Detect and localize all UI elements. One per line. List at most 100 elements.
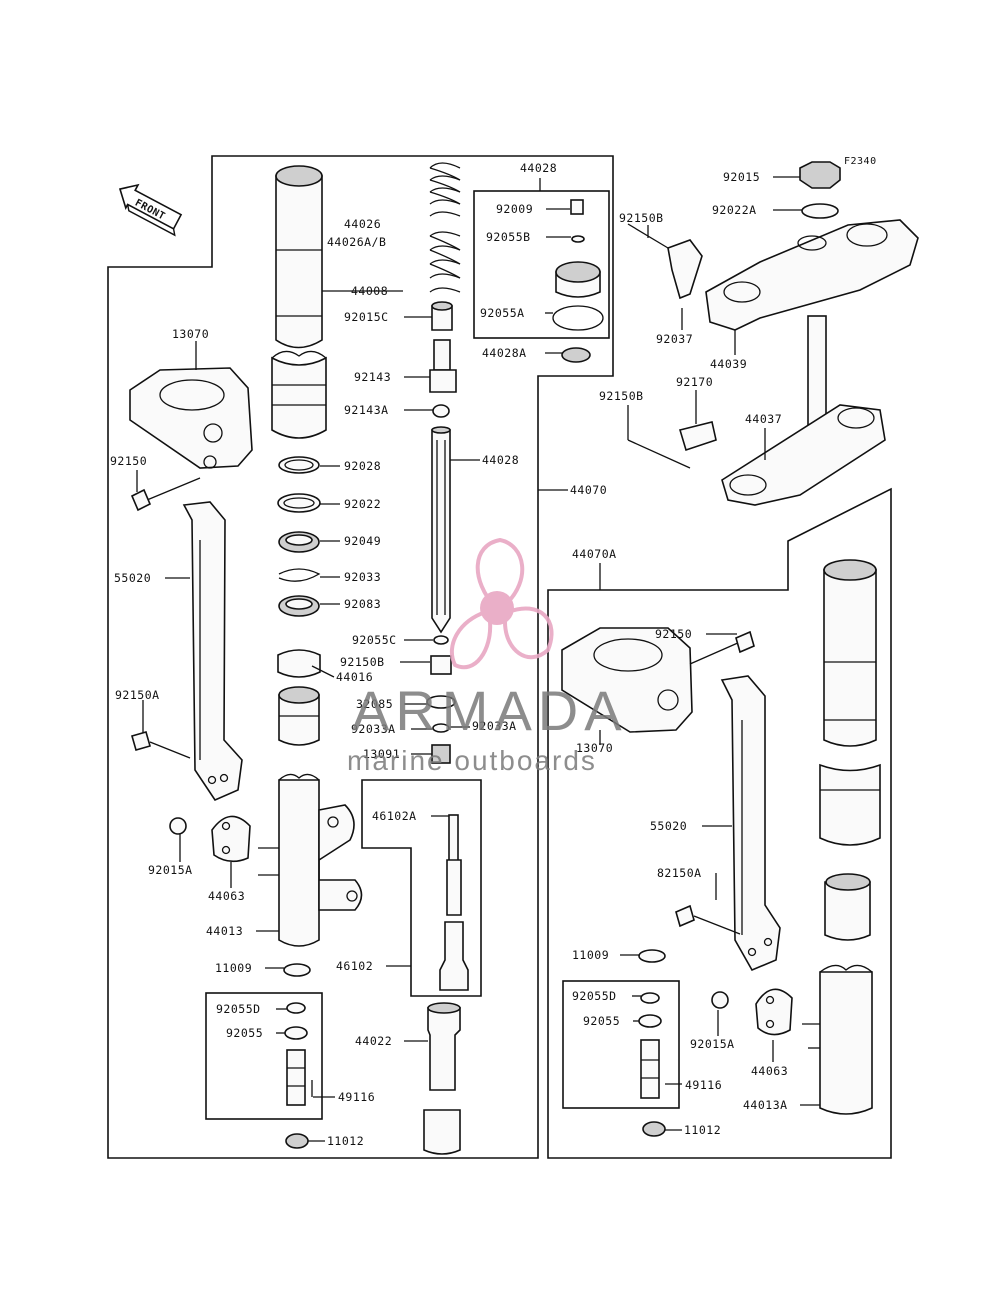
callout-92170: 92170 <box>676 375 713 389</box>
cap-kit-frame <box>473 190 610 339</box>
callout-92009: 92009 <box>496 202 533 216</box>
nut-92015 <box>799 161 841 189</box>
watermark-brand: ARMADA <box>352 679 628 742</box>
left-fork-parts <box>129 165 363 1149</box>
seal-ring-stack <box>277 456 321 678</box>
callout-92143: 92143 <box>354 370 391 384</box>
callout-92150b-top1: 92150B <box>619 211 664 225</box>
steering-stem-44037 <box>721 315 886 506</box>
callout-labels: 44026 44026A/B 44008 92015C 92143 92143A… <box>110 161 788 1148</box>
bolt-82150a <box>675 904 741 935</box>
spacer-92015c <box>431 301 453 331</box>
fork-tube-section <box>271 350 327 439</box>
nut-11012-right <box>642 1121 666 1137</box>
callout-55020-left: 55020 <box>114 571 151 585</box>
callout-92015a-left: 92015A <box>148 863 193 877</box>
nut-11012-left <box>285 1133 309 1149</box>
valve-49116-right <box>638 992 662 1099</box>
diagram-frames <box>107 155 892 1159</box>
middle-fork-parts <box>423 162 604 1155</box>
callout-44070: 44070 <box>570 483 607 497</box>
callout-92015: 92015 <box>723 170 760 184</box>
bolt-92150a-left <box>131 731 191 759</box>
callout-92015a-right: 92015A <box>690 1037 735 1051</box>
guard-55020-right <box>720 675 781 972</box>
valve-kit-frame-right <box>562 980 680 1109</box>
callout-46102a: 46102A <box>372 809 417 823</box>
ring-92143a <box>432 404 450 418</box>
callout-92033a-right: 92033A <box>472 719 517 733</box>
callout-92055d-right: 92055D <box>572 989 617 1003</box>
callout-82150a: 82150A <box>657 866 702 880</box>
callout-92049: 92049 <box>344 534 381 548</box>
callout-44008: 44008 <box>351 284 388 298</box>
callout-44037: 44037 <box>745 412 782 426</box>
callout-92055-right: 92055 <box>583 1014 620 1028</box>
callout-92022: 92022 <box>344 497 381 511</box>
valve-kit-frame-left <box>205 992 323 1120</box>
callout-92143a: 92143A <box>344 403 389 417</box>
callout-44013a: 44013A <box>743 1098 788 1112</box>
figure-code: F2340 <box>844 156 877 167</box>
callout-92150b-mid: 92150B <box>340 655 385 669</box>
callout-13091: 13091 <box>363 747 400 761</box>
callout-44022: 44022 <box>355 1034 392 1048</box>
callout-92055-left: 92055 <box>226 1026 263 1040</box>
callout-44026: 44026 <box>344 217 381 231</box>
callout-44026ab: 44026A/B <box>327 235 386 249</box>
upper-clamp-44039 <box>705 219 919 331</box>
callout-44070a: 44070A <box>572 547 617 561</box>
nut-92150b-mid <box>430 655 452 675</box>
callout-44013: 44013 <box>206 924 243 938</box>
left-assembly-frame <box>107 155 614 1159</box>
callout-11012-right: 11012 <box>684 1123 721 1137</box>
outer-tube-44008 <box>275 165 323 349</box>
callout-92037: 92037 <box>656 332 693 346</box>
callout-92033: 92033 <box>344 570 381 584</box>
right-assembly-frame <box>547 487 892 1159</box>
slide-bushing <box>278 686 320 746</box>
callout-92150-right: 92150 <box>655 627 692 641</box>
callout-92083: 92083 <box>344 597 381 611</box>
leader-lines <box>136 176 820 1142</box>
callout-11009-right: 11009 <box>572 948 609 962</box>
right-fork-parts <box>561 559 881 1137</box>
armada-watermark: ARMADA marine outboards <box>347 537 628 776</box>
piston-32085 <box>426 695 456 764</box>
bolt-92150-right <box>689 630 755 665</box>
collar-92143 <box>429 339 457 393</box>
callout-92033a-left: 92033A <box>351 722 396 736</box>
callout-44016: 44016 <box>336 670 373 684</box>
callout-44063-left: 44063 <box>208 889 245 903</box>
front-arrow-icon: FRONT <box>118 183 183 237</box>
valve-49116-left <box>284 1002 308 1106</box>
o-ring-92055c <box>433 635 449 645</box>
callout-49116-right: 49116 <box>685 1078 722 1092</box>
propeller-logo-icon <box>449 537 554 670</box>
callout-92055c: 92055C <box>352 633 397 647</box>
nut-92015a-right <box>711 991 729 1009</box>
callout-92055b: 92055B <box>486 230 531 244</box>
lower-leg-44013a <box>802 964 873 1115</box>
callout-44028a: 44028A <box>482 346 527 360</box>
callout-44039: 44039 <box>710 357 747 371</box>
callout-44063-right: 44063 <box>751 1064 788 1078</box>
clamp-13070-left <box>129 367 253 469</box>
rod-kit-frame <box>361 779 482 997</box>
spring-44026 <box>429 162 461 293</box>
axle-clamp-44063-right <box>755 988 793 1036</box>
callout-92055d-left: 92055D <box>216 1002 261 1016</box>
triple-clamp-parts <box>627 161 919 506</box>
clamp-13070-right <box>561 627 693 733</box>
callout-44028: 44028 <box>482 453 519 467</box>
lower-leg-44013 <box>258 773 363 947</box>
axle-clamp-44063 <box>211 815 251 863</box>
callout-44028-box: 44028 <box>520 161 557 175</box>
guard-55020-left <box>182 501 243 802</box>
callout-13070-right: 13070 <box>576 741 613 755</box>
damper-rod-44028 <box>431 426 451 634</box>
watermark-tagline: marine outboards <box>347 745 597 776</box>
callout-92150a-left: 92150A <box>115 688 160 702</box>
callout-49116-left: 49116 <box>338 1090 375 1104</box>
outer-tube-44008-right <box>823 559 877 747</box>
